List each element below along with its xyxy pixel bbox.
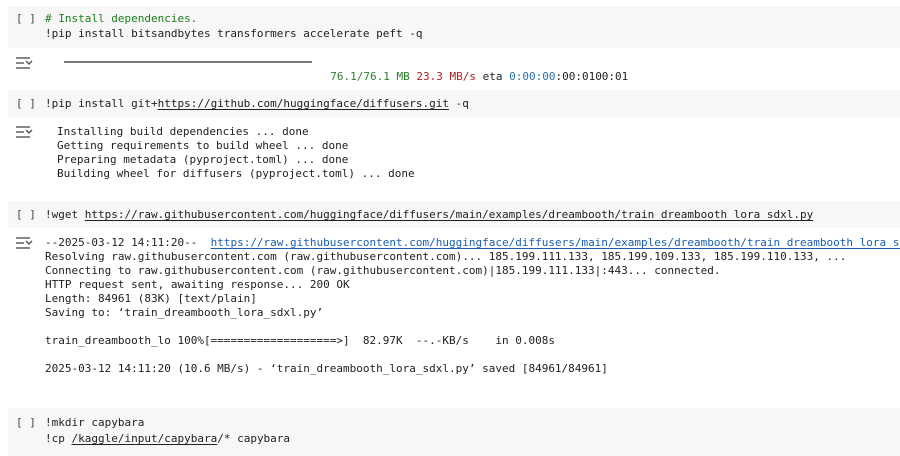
output-line: Building wheel for diffusers (pyproject.…: [57, 167, 415, 180]
output-collapse-icon[interactable]: [14, 124, 34, 140]
run-cell-button[interactable]: [ ]: [16, 97, 36, 110]
code-cell-1[interactable]: [ ] # Install dependencies. !pip install…: [8, 6, 900, 48]
output-line: HTTP request sent, awaiting response... …: [45, 278, 350, 291]
run-cell-button[interactable]: [ ]: [16, 12, 36, 25]
progress-size: 76.1/76.1 MB: [330, 70, 410, 83]
run-cell-button[interactable]: [ ]: [16, 416, 36, 429]
output-line: Resolving raw.githubusercontent.com (raw…: [45, 250, 847, 263]
eta-label: eta: [482, 70, 503, 83]
code-url: https://raw.githubusercontent.com/huggin…: [84, 208, 814, 221]
code-line[interactable]: !pip install git+https://github.com/hugg…: [45, 97, 469, 110]
code-path: /kaggle/input/capybara: [71, 432, 218, 445]
output-line: Length: 84961 (83K) [text/plain]: [45, 292, 257, 305]
output-line: Connecting to raw.githubusercontent.com …: [45, 264, 721, 277]
output-link[interactable]: https://raw.githubusercontent.com/huggin…: [210, 236, 900, 249]
output-collapse-icon[interactable]: [14, 55, 34, 71]
eta-value: 0:00:00: [509, 70, 556, 83]
run-cell-button[interactable]: [ ]: [16, 208, 36, 221]
code-cell-4[interactable]: [ ] !mkdir capybara !cp /kaggle/input/ca…: [8, 408, 900, 456]
code-line[interactable]: !cp /kaggle/input/capybara/* capybara: [45, 432, 291, 445]
code-line[interactable]: !mkdir capybara: [45, 416, 145, 429]
eta-tail: :00:0100:01: [555, 70, 629, 83]
output-line: 2025-03-12 14:11:20 (10.6 MB/s) - ‘train…: [45, 362, 608, 375]
output-line: --2025-03-12 14:11:20-- https://raw.gith…: [45, 236, 900, 250]
output-line: Installing build dependencies ... done: [57, 125, 309, 138]
code-cell-2[interactable]: [ ] !pip install git+https://github.com/…: [8, 90, 900, 117]
output-line: Saving to: ‘train_dreambooth_lora_sdxl.p…: [45, 306, 324, 319]
progress-speed: 23.3 MB/s: [416, 70, 476, 83]
progress-output: 76.1/76.1 MB 23.3 MB/s eta 0:00:00:00:01…: [317, 56, 628, 83]
output-line: Getting requirements to build wheel ... …: [57, 139, 349, 152]
code-line[interactable]: !wget https://raw.githubusercontent.com/…: [45, 208, 814, 221]
output-collapse-icon[interactable]: [14, 235, 34, 251]
code-cell-3[interactable]: [ ] !wget https://raw.githubusercontent.…: [8, 201, 900, 228]
code-url: https://github.com/huggingface/diffusers…: [157, 97, 449, 110]
output-line: train_dreambooth_lo 100%[===============…: [45, 334, 555, 347]
code-line[interactable]: !pip install bitsandbytes transformers a…: [45, 27, 423, 40]
download-progress-bar: [64, 61, 312, 63]
code-line[interactable]: # Install dependencies.: [45, 12, 198, 25]
output-line: Preparing metadata (pyproject.toml) ... …: [57, 153, 349, 166]
